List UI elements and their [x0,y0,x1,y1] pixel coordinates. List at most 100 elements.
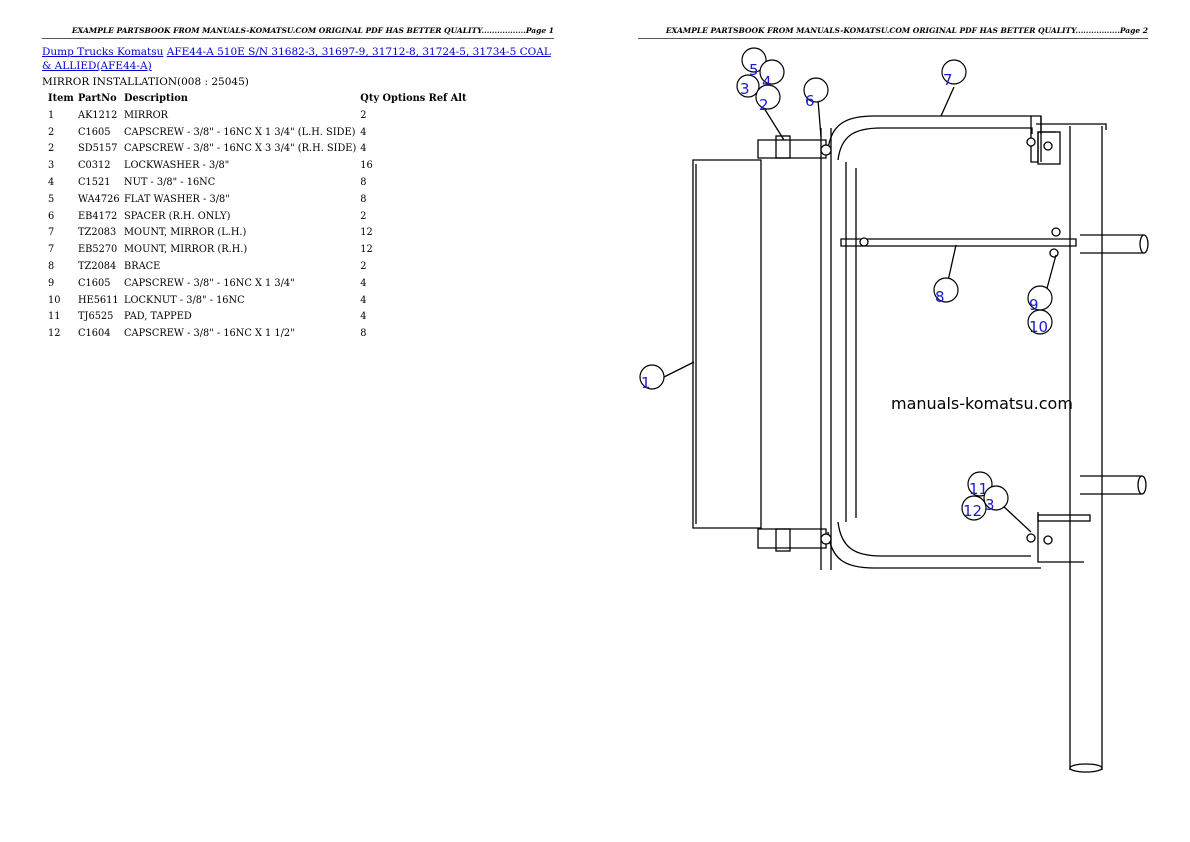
cell-item: 11 [48,311,61,323]
callout-circle [983,485,1009,511]
cell-description: CAPSCREW - 3/8" - 16NC X 1 3/4" (L.H. SI… [124,126,356,138]
watermark: manuals-komatsu.com [891,394,1073,413]
table-row: 12 C1604 CAPSCREW - 3/8" - 16NC X 1 1/2" 8 [46,325,469,342]
cell-partno: C1605 [78,277,111,289]
cell-description: CAPSCREW - 3/8" - 16NC X 3 3/4" (R.H. SI… [124,143,357,155]
cell-item: 3 [48,160,55,172]
cell-item: 2 [48,126,55,138]
callouts: 5 4 3 2 6 7 8 9 10 1 11 12 3 [639,47,1053,521]
cell-item: 9 [48,277,55,289]
cell-partno: C1604 [78,328,111,340]
parts-table: Item PartNo Description Qty Options Ref … [46,90,469,342]
page-header-right: EXAMPLE PARTSBOOK FROM MANUALS-KOMATSU.C… [638,26,1148,39]
cell-partno: TZ2083 [78,227,117,239]
breadcrumb-link-dump-trucks[interactable]: Dump Trucks Komatsu [42,46,164,58]
cell-item: 5 [48,193,55,205]
callout-12: 12 [963,502,982,520]
cell-qty: 8 [360,193,367,205]
diagram-linework [663,86,1149,773]
cell-partno: SD5157 [78,143,118,155]
cell-description: SPACER (R.H. ONLY) [124,210,231,222]
callout-10: 10 [1029,318,1048,336]
parts-table-header: Item PartNo Description Qty Options Ref … [46,90,469,107]
cell-item: 6 [48,210,55,222]
cell-partno: C1521 [78,177,111,189]
cell-description: CAPSCREW - 3/8" - 16NC X 1 1/2" [124,328,295,340]
callout-circle [933,277,959,303]
callout-9: 9 [1029,296,1039,314]
cell-description: PAD, TAPPED [124,311,192,323]
cell-item: 12 [48,328,61,340]
cell-item: 8 [48,261,55,273]
table-row: 9 C1605 CAPSCREW - 3/8" - 16NC X 1 3/4" 4 [46,275,469,292]
callout-5: 5 [749,61,759,79]
breadcrumb-link-model[interactable]: AFE44-A 510E S/N 31682-3, 31697-9, 31712… [42,46,551,72]
callout-circle [755,84,781,110]
table-row: 6 EB4172 SPACER (R.H. ONLY) 2 [46,208,469,225]
cell-qty: 12 [360,244,373,256]
table-row: 11 TJ6525 PAD, TAPPED 4 [46,309,469,326]
callout-circle [941,59,967,85]
cell-qty: 2 [360,109,367,121]
callout-8: 8 [935,288,945,306]
mirror-installation-diagram: 5 4 3 2 6 7 8 9 10 1 11 12 3 manuals-kom… [639,47,1149,773]
section-title: MIRROR INSTALLATION(008 : 25045) [42,76,249,88]
callout-3-top: 3 [740,80,750,98]
col-header-qty: Qty Options Ref Alt [360,93,467,104]
cell-description: BRACE [124,261,161,273]
cell-partno: WA4726 [78,193,120,205]
callout-7: 7 [943,71,953,89]
cell-description: CAPSCREW - 3/8" - 16NC X 1 3/4" [124,277,295,289]
cell-description: NUT - 3/8" - 16NC [124,177,216,189]
cell-description: LOCKWASHER - 3/8" [124,160,230,172]
cell-item: 1 [48,109,55,121]
cell-item: 7 [48,244,55,256]
cell-qty: 4 [360,277,367,289]
cell-description: MIRROR [124,109,169,121]
cell-qty: 16 [360,160,373,172]
breadcrumb: Dump Trucks Komatsu AFE44-A 510E S/N 316… [42,45,552,73]
callout-3-bottom: 3 [985,496,995,514]
cell-description: MOUNT, MIRROR (R.H.) [124,244,248,256]
cell-qty: 2 [360,210,367,222]
col-header-partno: PartNo [78,93,117,104]
callout-circle [967,471,993,497]
cell-partno: AK1212 [78,109,118,121]
cell-qty: 4 [360,294,367,306]
cell-qty: 8 [360,177,367,189]
cell-qty: 12 [360,227,373,239]
cell-partno: HE5611 [78,294,119,306]
cell-qty: 8 [360,328,367,340]
cell-partno: C0312 [78,160,111,172]
callout-4: 4 [762,73,772,91]
callout-circle [759,59,785,85]
cell-item: 7 [48,227,55,239]
callout-circle [803,77,829,103]
callout-circle [1027,309,1053,335]
cell-item: 10 [48,294,61,306]
callout-circle [961,495,987,521]
callout-circle [736,74,760,98]
mirror-body [692,159,762,529]
cell-qty: 2 [360,261,367,273]
cell-item: 2 [48,143,55,155]
cell-qty: 4 [360,126,367,138]
cell-partno: C1605 [78,126,111,138]
table-row: 2 SD5157 CAPSCREW - 3/8" - 16NC X 3 3/4" (… [46,141,469,158]
cell-item: 4 [48,177,55,189]
cell-partno: EB4172 [78,210,118,222]
table-row: 3 C0312 LOCKWASHER - 3/8" 16 [46,157,469,174]
cell-description: FLAT WASHER - 3/8" [124,193,230,205]
page-header-left: EXAMPLE PARTSBOOK FROM MANUALS-KOMATSU.C… [42,26,554,39]
callout-6: 6 [805,92,815,110]
callout-1: 1 [641,374,651,392]
cell-description: LOCKNUT - 3/8" - 16NC [124,294,245,306]
cell-qty: 4 [360,143,367,155]
table-row: 10 HE5611 LOCKNUT - 3/8" - 16NC 4 [46,292,469,309]
callout-circle [741,47,767,73]
cell-partno: TJ6525 [78,311,114,323]
cell-qty: 4 [360,311,367,323]
